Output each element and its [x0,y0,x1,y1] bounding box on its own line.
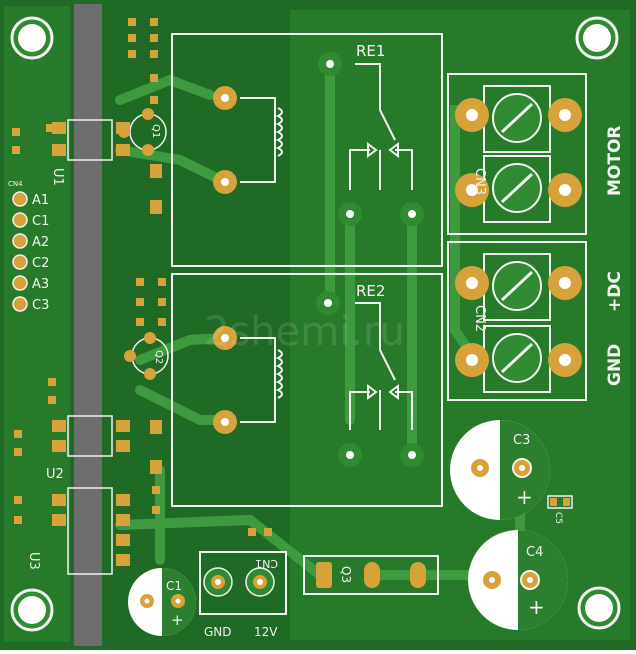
pin-a3: A3 [32,277,49,292]
pin-a1: A1 [32,193,49,208]
pin-c1: C1 [32,214,49,229]
gray-strip [74,4,102,646]
c4-plus: + [528,595,545,619]
label-c4: C4 [526,545,543,560]
watermark: 2shemi.ru [204,309,405,355]
label-c1: C1 [166,579,182,593]
label-cn2: CN2 [472,305,487,332]
pin-c2: C2 [32,256,49,271]
label-12v: 12V [254,625,278,639]
capacitor-c5 [547,495,573,509]
c1-plus: + [171,611,184,629]
transistor-q2 [124,332,169,380]
label-motor: MOTOR [605,125,625,196]
label-cn1: CN1 [255,557,278,570]
pin-c3: C3 [32,298,49,313]
header-cn4 [12,191,28,312]
label-q2: Q2 [153,350,164,364]
label-c5: C5 [553,512,563,524]
capacitor-c3 [450,420,550,520]
label-u2: U2 [46,467,64,482]
transistor-q1 [118,108,167,156]
label-u1: U1 [50,168,65,186]
label-q1: Q1 [150,124,161,138]
label-cn4: CN4 [8,180,23,188]
capacitor-c1 [128,568,196,636]
terminal-cn2 [447,241,587,401]
label-gnd: GND [204,625,232,639]
relay-re1 [171,33,443,267]
label-c3: C3 [513,433,530,448]
label-gnd-side: GND [605,344,625,386]
mounting-holes [10,16,621,632]
pin-a2: A2 [32,235,49,250]
ic-u1 [52,119,130,161]
relay-re2 [171,273,443,507]
label-dc: +DC [605,271,625,312]
label-u3: U3 [26,552,41,570]
smd-components [12,18,272,536]
label-re1: RE1 [356,42,385,60]
ic-u2 [52,415,130,457]
connector-cn1 [199,551,287,615]
ic-u3 [52,487,130,575]
label-q3: Q3 [339,566,353,583]
copper-pour-left [4,6,70,642]
label-re2: RE2 [356,282,385,300]
capacitor-c4 [468,530,568,630]
label-cn3: CN3 [472,168,487,195]
transistor-q3 [303,555,439,595]
terminal-cn3 [447,73,587,235]
c3-plus: + [516,485,533,509]
